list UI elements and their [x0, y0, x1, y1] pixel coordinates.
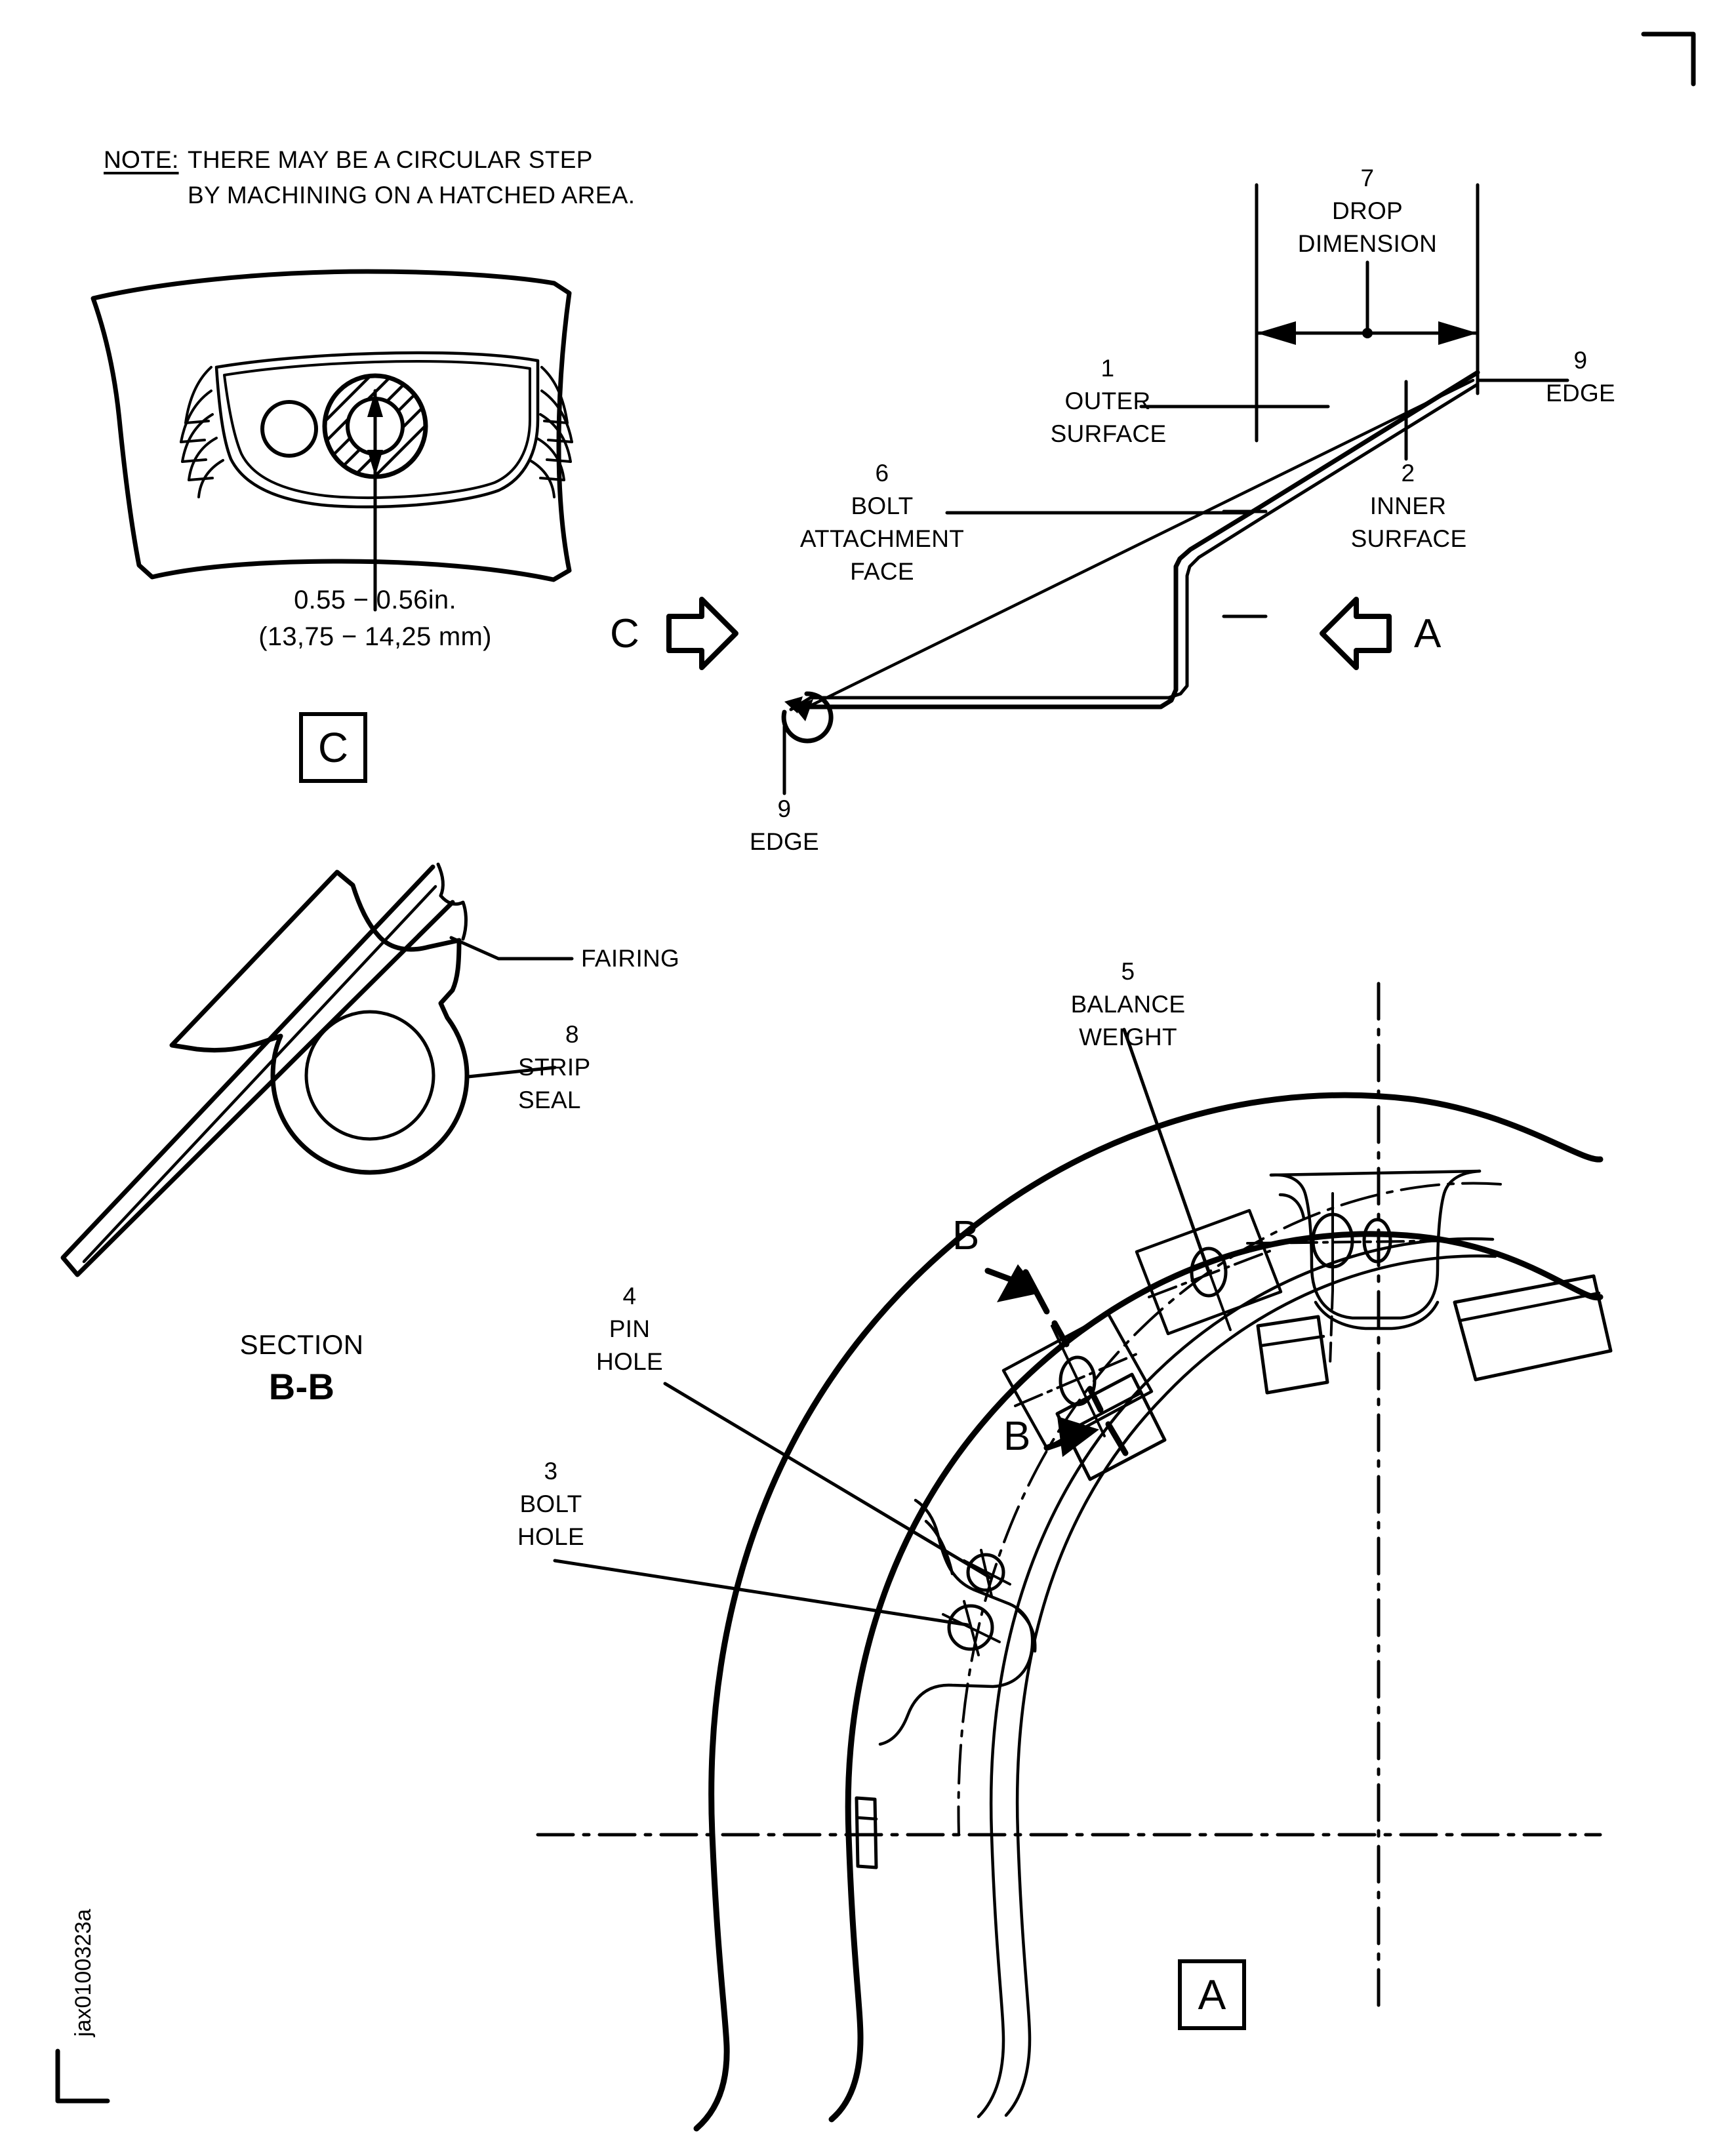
view-tag-a-letter: A: [1198, 1971, 1226, 2018]
outer-surface-line1: OUTER: [1064, 388, 1151, 414]
pin-hole-leader: [663, 1382, 992, 1580]
flange-tab-left-lower: [855, 1796, 878, 1869]
note-prefix-text: NOTE:: [104, 146, 179, 173]
view-a-top-notch: [1246, 1169, 1482, 1367]
outer-surface-line2: SURFACE: [1050, 420, 1167, 447]
figure-id-label: jax0100323a: [71, 1909, 96, 2037]
strip-seal-line2: SEAL: [518, 1087, 581, 1113]
flange-tab-right: [1453, 1274, 1613, 1382]
balance-weight-line1: BALANCE: [1070, 991, 1186, 1018]
section-marker-b-upper: B: [952, 1213, 980, 1258]
drop-dimension-item: 7: [1360, 165, 1375, 191]
note-line-1: THERE MAY BE A CIRCULAR STEP: [188, 146, 593, 173]
drop-dimension-line2: DIMENSION: [1297, 230, 1438, 257]
section-bb-title-line1: SECTION: [239, 1329, 364, 1360]
inner-surface-line2: SURFACE: [1350, 525, 1467, 552]
bolt-hole-line1: BOLT: [519, 1490, 582, 1517]
bolt-attachment-line1: BOLT: [851, 492, 914, 519]
bolt-hole-line2: HOLE: [517, 1523, 584, 1550]
edge-bottom-item: 9: [777, 795, 792, 822]
pin-hole-item: 4: [622, 1283, 637, 1309]
pin-hole-line1: PIN: [609, 1315, 651, 1342]
corner-mark-bottom-left: [55, 2048, 110, 2104]
fairing-label: FAIRING: [581, 945, 680, 972]
view-tag-c: C: [299, 712, 367, 783]
inner-surface-line1: INNER: [1369, 492, 1447, 519]
detail-c-dimension-mm: (13,75 − 14,25 mm): [258, 622, 492, 651]
balance-weight-leader: [1122, 1028, 1211, 1274]
corner-mark-top-right: [1641, 31, 1696, 87]
section-bb-profile: [60, 862, 574, 1277]
bolt-attachment-line3: FACE: [850, 558, 914, 585]
drop-dimension-line: [1255, 260, 1480, 335]
bolt-pin-hole-boss: [878, 1498, 1037, 1746]
view-arrow-c: [666, 597, 738, 670]
drop-dimension-line1: DROP: [1331, 197, 1403, 224]
balance-weight-item: 5: [1121, 958, 1135, 985]
bolt-attachment-line2: ATTACHMENT: [799, 525, 965, 552]
outer-surface-item: 1: [1100, 355, 1115, 382]
strip-seal-item: 8: [565, 1021, 579, 1048]
edge-right-label: EDGE: [1545, 380, 1616, 407]
cross-section-profile: [666, 183, 1569, 795]
view-tag-c-letter: C: [317, 724, 349, 771]
bolt-hole-leader: [553, 1559, 969, 1627]
detail-c-dimension-inches: 0.55 − 0.56in.: [294, 586, 456, 614]
section-line-bb-lower: [1087, 1386, 1129, 1456]
arrow-tag-a-letter: A: [1414, 611, 1442, 656]
view-arrow-a: [1320, 597, 1392, 670]
arrow-tag-c-letter: C: [610, 611, 640, 656]
pin-hole-line2: HOLE: [596, 1348, 663, 1375]
view-a-arc: [536, 982, 1613, 2132]
balance-weight-line2: WEIGHT: [1079, 1024, 1177, 1050]
view-tag-a: A: [1178, 1959, 1246, 2030]
flange-tab-mid: [1256, 1315, 1329, 1395]
strip-seal-line1: STRIP: [518, 1054, 591, 1081]
bolt-attachment-item: 6: [875, 460, 889, 487]
edge-bottom-label: EDGE: [749, 828, 820, 855]
section-marker-b-lower: B: [1003, 1414, 1031, 1459]
edge-right-item: 9: [1573, 347, 1588, 374]
inner-surface-item: 2: [1401, 460, 1415, 487]
bolt-hole-item: 3: [544, 1458, 558, 1485]
section-bb-title-line2: B-B: [268, 1366, 335, 1407]
note-prefix: NOTE:: [104, 146, 179, 173]
detail-c-panel: [91, 269, 573, 612]
note-line-2: BY MACHINING ON A HATCHED AREA.: [188, 182, 636, 209]
